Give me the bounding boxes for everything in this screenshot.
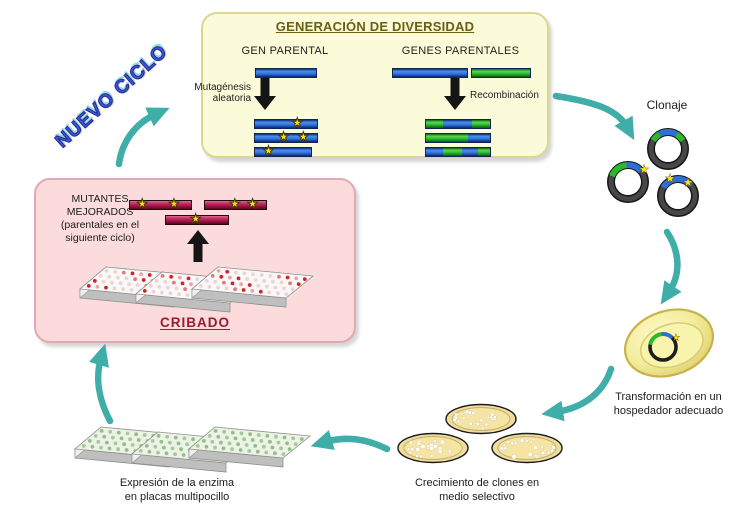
host-cell-icon [623, 308, 715, 378]
plasmid-icons: ★ ★ ★ [607, 128, 699, 217]
arrow-cloning-to-transformation [660, 228, 682, 305]
mutation-star-icon: ★ [297, 129, 310, 145]
parental-gene-bar-green [471, 68, 531, 78]
new-cycle-label: NUEVO CICLO [51, 41, 172, 153]
svg-text:★: ★ [665, 172, 675, 185]
mutation-star-icon: ★ [229, 196, 242, 212]
transformation-label: Transformación en un hospedador adecuado [613, 391, 724, 417]
petri-dish-icon [397, 432, 469, 464]
mutation-star-icon: ★ [246, 196, 259, 212]
arrow-new-cycle [115, 107, 170, 168]
cell-plasmid-icon: ★ [648, 332, 680, 362]
plasmid-icon: ★ ★ [657, 172, 699, 217]
mutation-star-icon: ★ [262, 143, 275, 159]
multiwell-plate-icon [131, 431, 255, 473]
expression-label: Expresión de la enzima en placas multipo… [119, 477, 235, 503]
plasmid-icon [647, 128, 689, 170]
petri-dish-icon [491, 432, 563, 464]
mutation-star-icon: ★ [277, 129, 290, 145]
mutation-star-icon: ★ [291, 115, 304, 131]
svg-text:★: ★ [639, 163, 649, 176]
genes-parentales-label: GENES PARENTALES [401, 45, 520, 57]
mutated-gene-bar: ★★ [254, 129, 318, 145]
petri-dish-icon [445, 403, 517, 435]
svg-text:★: ★ [683, 176, 693, 189]
diversity-box-title: GENERACIÓN DE DIVERSIDAD [275, 19, 475, 34]
improved-mutants-label: MUTANTES MEJORADOS (parentales en el sig… [60, 193, 140, 244]
parental-gene-bar [255, 68, 317, 78]
mutated-gene-bar: ★ [254, 115, 318, 131]
screening-box: MUTANTES MEJORADOS (parentales en el sig… [34, 178, 356, 343]
multiwell-plate-icon [188, 426, 312, 468]
petri-dish-icons [397, 403, 563, 464]
multiwell-plate-icon [74, 426, 198, 468]
mutation-star-icon: ★ [168, 196, 181, 212]
improved-mutant-bar: ★ [165, 211, 229, 227]
mutated-gene-bar: ★ [254, 143, 312, 159]
recombined-gene-bar [425, 147, 491, 157]
improved-mutant-bar: ★★ [129, 196, 192, 212]
recombination-label: Recombinación [470, 90, 539, 101]
mutation-star-icon: ★ [136, 196, 149, 212]
screening-title: CRIBADO [160, 315, 230, 330]
svg-text:★: ★ [672, 333, 679, 342]
parental-gene-bar-blue [392, 68, 468, 78]
arrow-growth-to-expression [310, 430, 391, 453]
arrow-expression-to-screening [88, 343, 114, 425]
cloning-label: Clonaje [646, 98, 688, 112]
plasmid-icon: ★ [607, 161, 649, 203]
recombined-gene-bar [425, 119, 491, 129]
mutation-star-icon: ★ [189, 211, 202, 227]
improved-mutant-bar: ★★ [204, 196, 267, 212]
mutagenesis-label: Mutagénesis aleatoria [194, 82, 251, 104]
recombined-gene-bar [425, 133, 491, 143]
diversity-generation-box: GENERACIÓN DE DIVERSIDAD GEN PARENTAL GE… [194, 12, 549, 159]
gen-parental-label: GEN PARENTAL [241, 45, 329, 57]
growth-label: Crecimiento de clones en medio selectivo [414, 477, 540, 503]
